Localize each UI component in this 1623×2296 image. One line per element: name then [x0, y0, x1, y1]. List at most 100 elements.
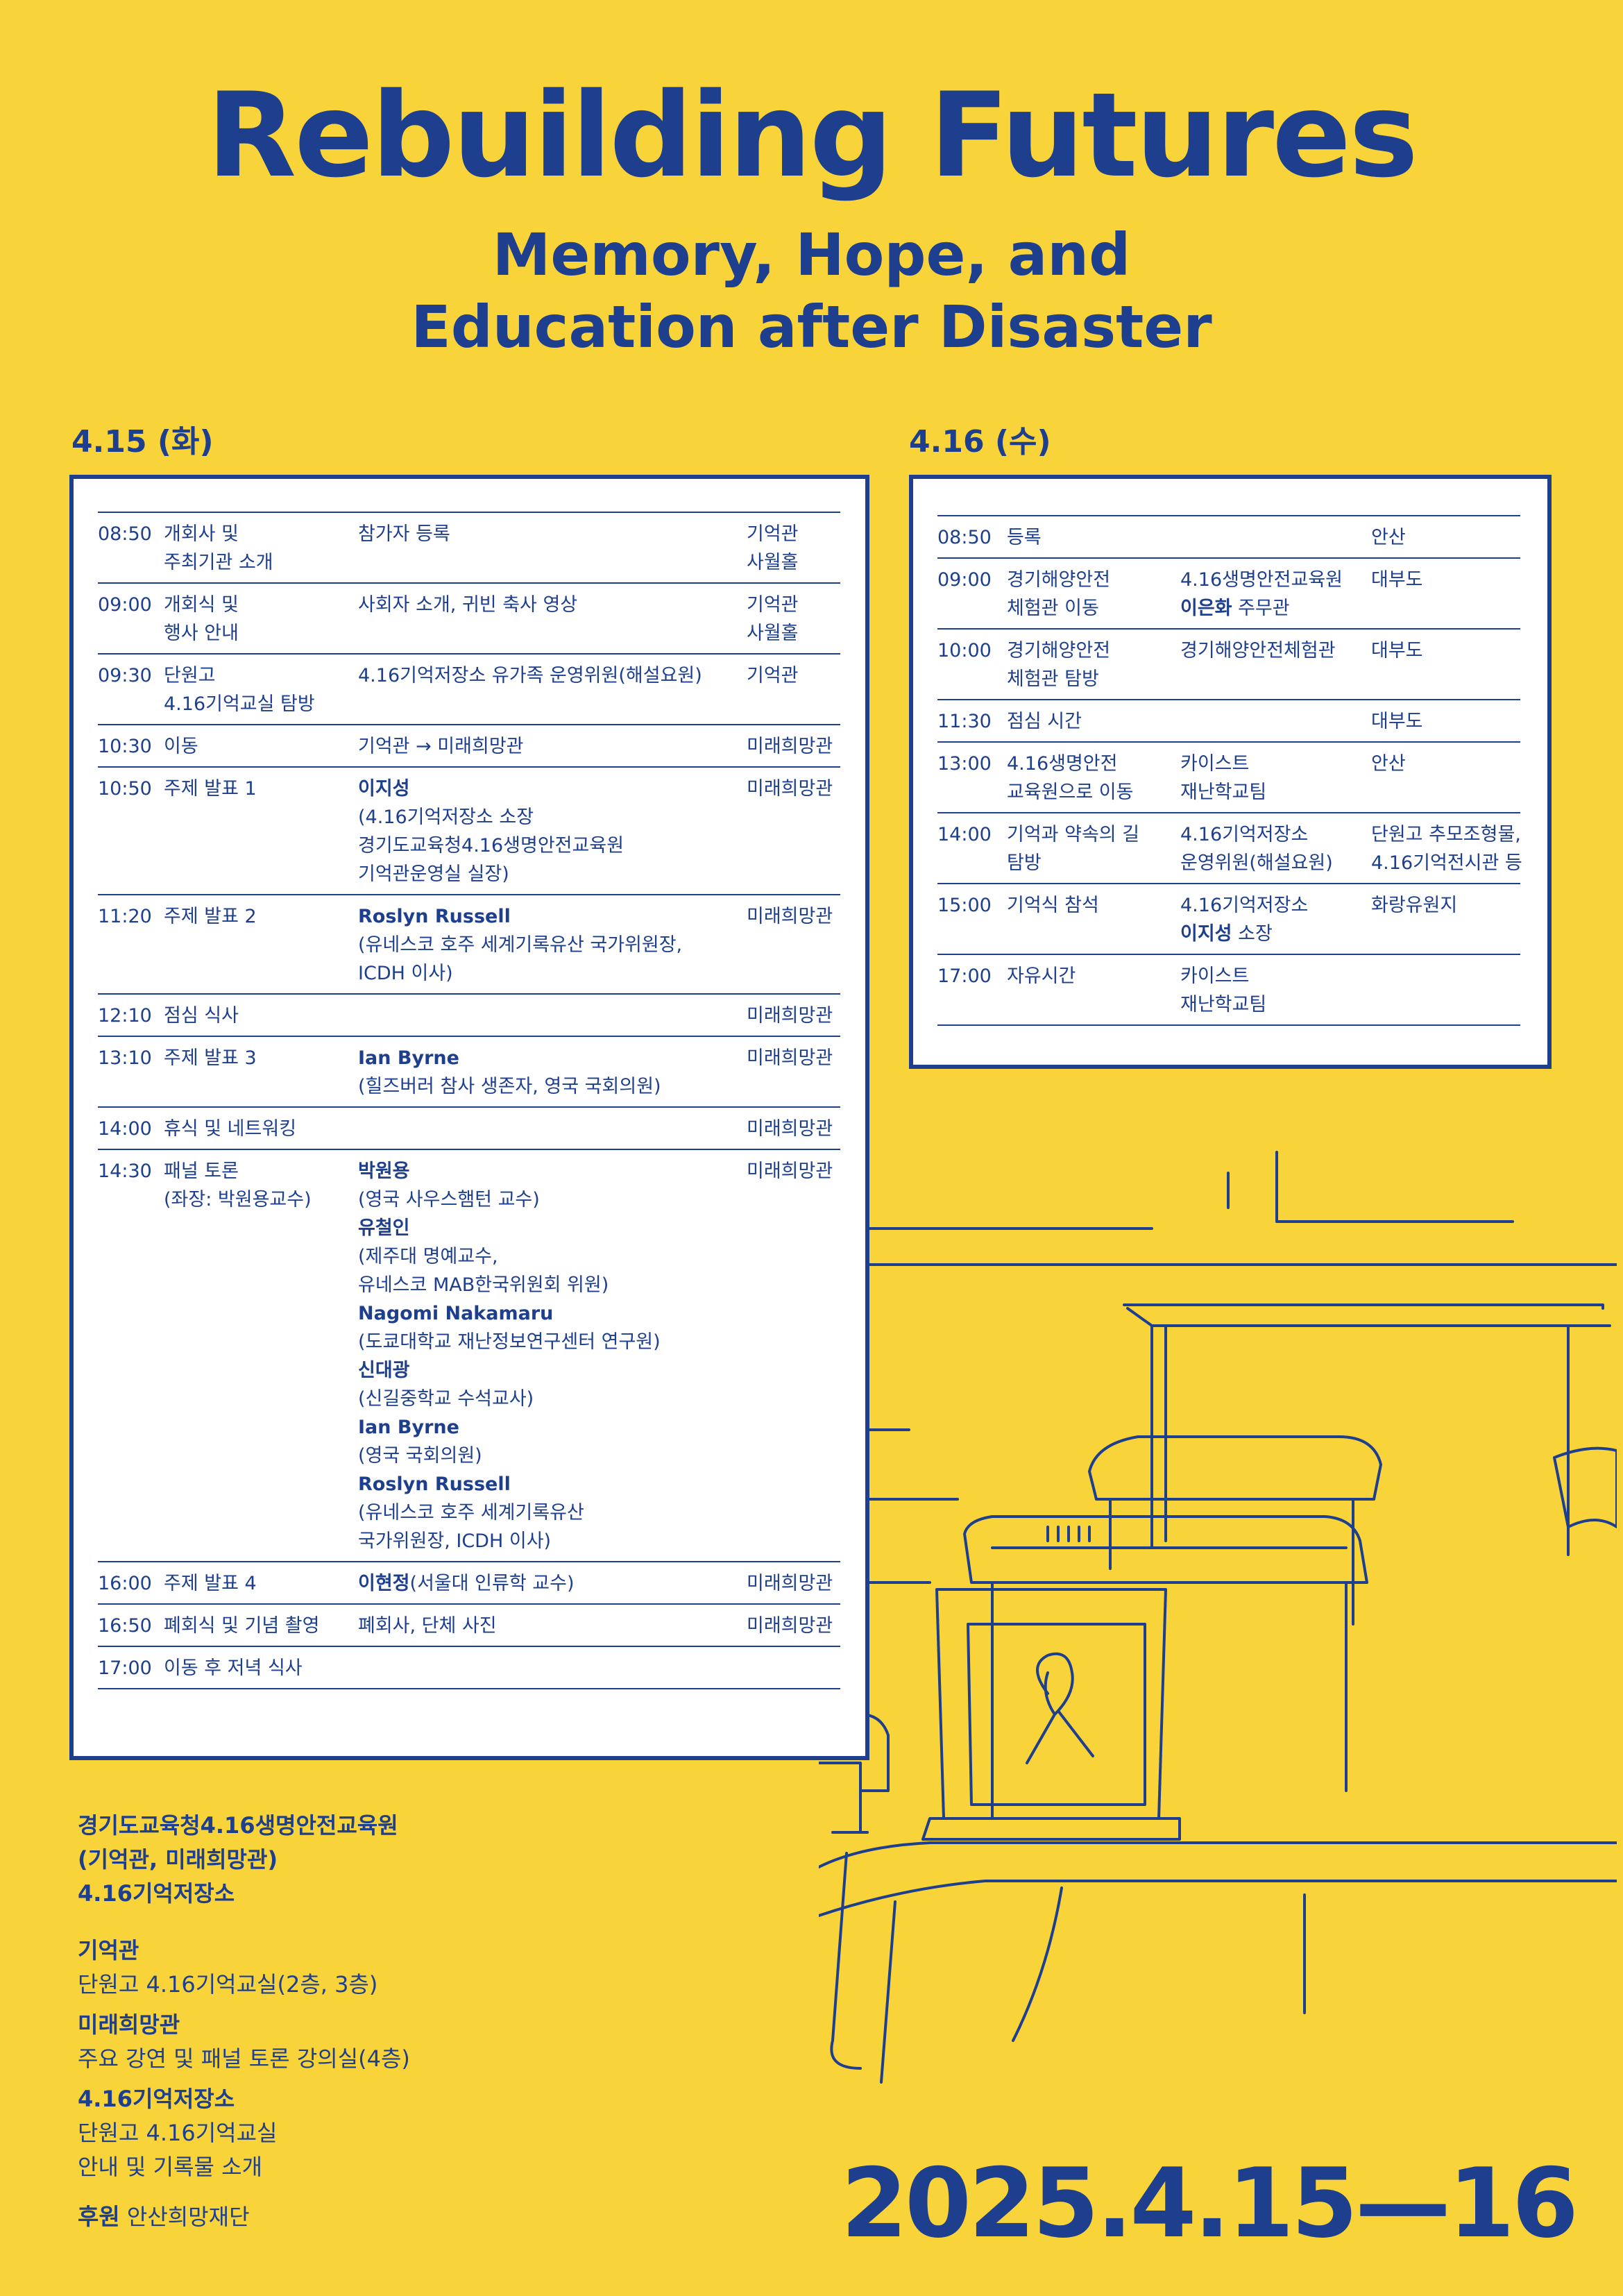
row-detail-line: 폐회사, 단체 사진 [358, 1612, 497, 1640]
row-place-line: 4.16기억전시관 등 [1371, 852, 1522, 874]
row-place-line: 사월홀 [747, 552, 799, 573]
speaker-name: 유철인 [358, 1214, 661, 1242]
row-item: 자유시간 [1007, 962, 1076, 990]
row-detail-line: 카이스트 [1180, 962, 1266, 990]
row-detail-text: (힐즈버러 참사 생존자, 영국 국회의원) [358, 1076, 661, 1097]
row-place: 안산 [1371, 523, 1406, 552]
row-detail-line: (유네스코 호주 세계기록유산 국가위원장, [358, 931, 682, 959]
row-item-line: 교육원으로 이동 [1007, 782, 1134, 803]
row-detail-line: 유네스코 MAB한국위원회 위원) [358, 1271, 661, 1299]
row-detail-text: (유네스코 호주 세계기록유산 국가위원장, [358, 934, 683, 956]
row-place: 미래희망관 [747, 902, 833, 931]
row-place: 미래희망관 [747, 775, 833, 803]
venue-2-name: 미래희망관 [78, 2011, 180, 2038]
row-item-line: 경기해양안전 [1007, 569, 1111, 591]
row-detail-line: 재난학교팀 [1180, 990, 1266, 1019]
row-detail-line: 4.16기억저장소 유가족 운영위원(해설요원) [358, 661, 702, 690]
row-detail-line: ICDH 이사) [358, 959, 682, 988]
row-place-line: 단원고 추모조형물, [1371, 824, 1521, 845]
row-detail-text: (신길중학교 수석교사) [358, 1388, 534, 1410]
row-item-line: 탐방 [1007, 852, 1042, 874]
venue-3-desc-1: 단원고 4.16기억교실 [78, 2120, 278, 2146]
row-item-line: 행사 안내 [164, 623, 239, 644]
row-item: 주제 발표 2 [164, 902, 257, 931]
row-detail-line: 사회자 소개, 귀빈 축사 영상 [358, 591, 577, 619]
row-item: 패널 토론(좌장: 박원용교수) [164, 1157, 312, 1214]
row-place-line: 안산 [1371, 753, 1406, 775]
row-detail-text: 폐회사, 단체 사진 [358, 1615, 497, 1637]
page-subtitle: Memory, Hope, and Education after Disast… [0, 219, 1623, 363]
row-time: 14:00 [98, 1118, 152, 1140]
row-detail: 사회자 소개, 귀빈 축사 영상 [358, 591, 577, 619]
speaker-name: Nagomi Nakamaru [358, 1299, 661, 1328]
row-item: 점심 시간 [1007, 707, 1082, 736]
row-detail: 폐회사, 단체 사진 [358, 1612, 497, 1640]
row-detail-text: 신대광 [358, 1360, 410, 1381]
row-item-line: 휴식 및 네트워킹 [164, 1118, 297, 1140]
row-item-line: 패널 토론 [164, 1160, 239, 1182]
row-place-line: 미래희망관 [747, 736, 833, 757]
row-detail-text: Ian Byrne [358, 1047, 459, 1069]
row-detail-line: 국가위원장, ICDH 이사) [358, 1527, 661, 1555]
row-time: 15:00 [937, 895, 992, 916]
row-item-line: 자유시간 [1007, 965, 1076, 987]
row-detail-text: 카이스트 [1180, 753, 1250, 775]
row-place: 안산 [1371, 750, 1406, 778]
row-item-line: 주최기관 소개 [164, 552, 273, 573]
row-detail-line: 참가자 등록 [358, 520, 450, 548]
venue-3-desc-2: 안내 및 기록물 소개 [78, 2154, 263, 2180]
row-place-line: 기억관 [747, 665, 799, 686]
row-detail-line: (힐즈버러 참사 생존자, 영국 국회의원) [358, 1072, 661, 1101]
row-detail-text: 이지성 [358, 778, 410, 800]
row-time: 09:00 [98, 594, 152, 616]
host-line-2: (기억관, 미래희망관) [78, 1846, 278, 1873]
row-detail-suffix: 주무관 [1232, 598, 1290, 619]
row-item-line: 개회사 및 [164, 523, 239, 545]
row-detail-text: 기억관운영실 실장) [358, 863, 509, 885]
row-detail-line: 기억관운영실 실장) [358, 860, 624, 888]
row-detail-text: 경기해양안전체험관 [1180, 640, 1336, 661]
sponsor-label: 후원 [78, 2203, 120, 2230]
row-detail: 박원용(영국 사우스햄턴 교수)유철인(제주대 명예교수,유네스코 MAB한국위… [358, 1157, 661, 1555]
row-detail-text: 4.16기억저장소 [1180, 895, 1309, 916]
row-item: 휴식 및 네트워킹 [164, 1115, 296, 1143]
row-detail-text: 사회자 소개, 귀빈 축사 영상 [358, 594, 578, 616]
row-detail-line: 4.16기억저장소 [1180, 891, 1308, 920]
row-place: 미래희망관 [747, 1002, 833, 1030]
sponsor-name: 안산희망재단 [126, 2204, 250, 2230]
row-detail-line: (4.16기억저장소 소장 [358, 803, 624, 832]
speaker-name: 신대광 [358, 1356, 661, 1385]
subtitle-line-2: Education after Disaster [411, 293, 1212, 361]
row-time: 17:00 [937, 965, 992, 987]
row-detail-line: 경기도교육청4.16생명안전교육원 [358, 832, 624, 860]
row-detail-line: (신길중학교 수석교사) [358, 1385, 661, 1413]
row-detail-text: 참가자 등록 [358, 523, 450, 545]
row-place-line: 안산 [1371, 527, 1406, 548]
row-detail-line: 운영위원(해설요원) [1180, 849, 1333, 877]
row-detail-text: 경기도교육청4.16생명안전교육원 [358, 835, 624, 856]
row-place-line: 미래희망관 [747, 778, 833, 800]
row-item: 등록 [1007, 523, 1042, 552]
venue-3-name: 4.16기억저장소 [78, 2086, 235, 2112]
row-place-line: 미래희망관 [747, 1160, 833, 1182]
row-place: 대부도 [1371, 566, 1423, 594]
row-place-line: 미래희망관 [747, 1118, 833, 1140]
row-time: 16:00 [98, 1573, 152, 1594]
row-place-line: 사월홀 [747, 623, 799, 644]
row-time: 12:10 [98, 1005, 152, 1027]
row-detail-text: 이현정 [358, 1573, 410, 1594]
row-time: 08:50 [937, 527, 992, 548]
